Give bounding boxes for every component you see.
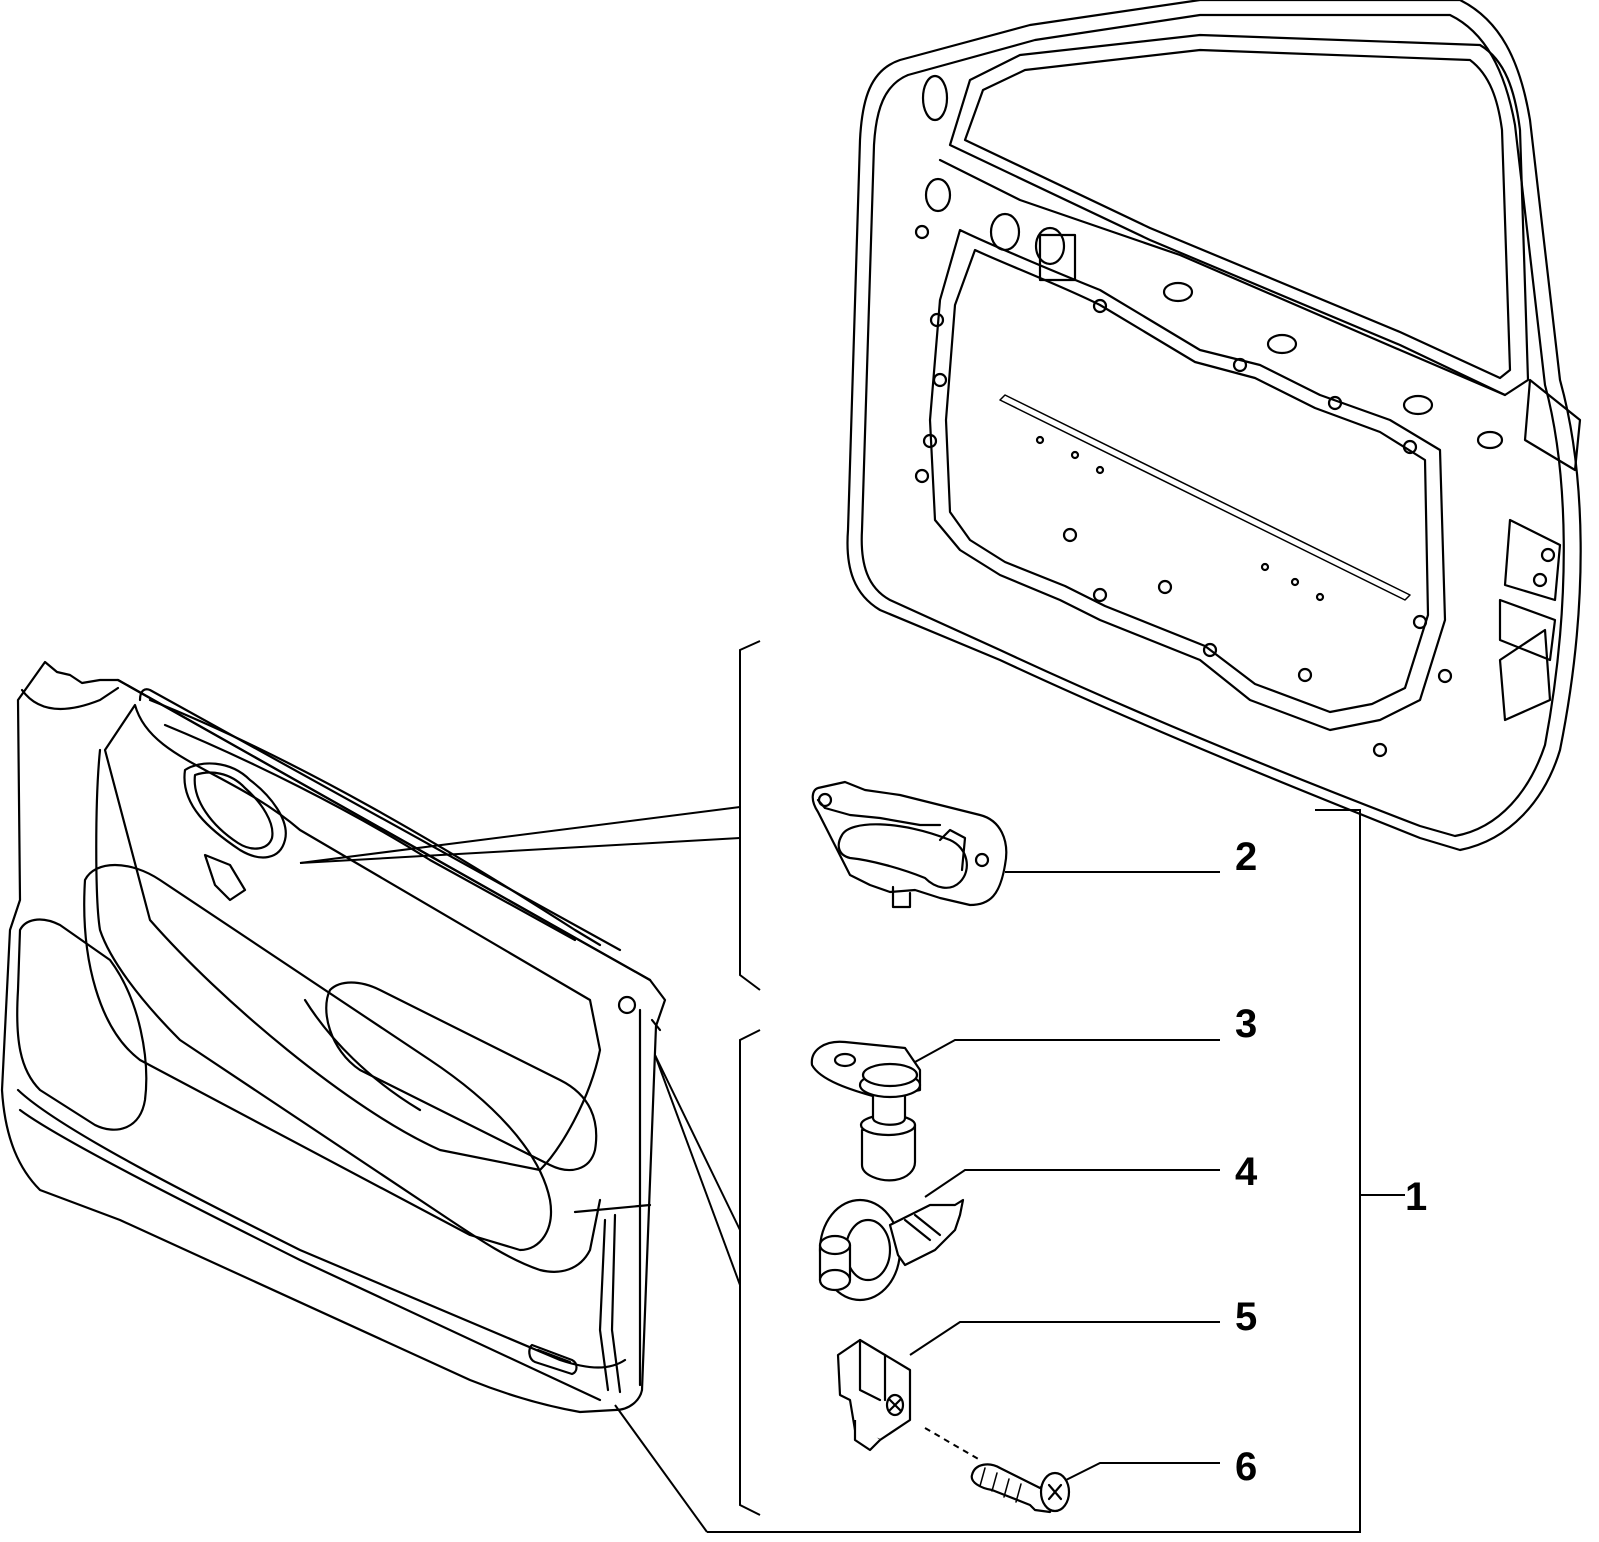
- assembly-bracket-main: [707, 809, 1405, 1533]
- door-frame-shell: [846, 0, 1582, 852]
- leader-5: [909, 1321, 1220, 1356]
- push-clip: [818, 1198, 965, 1302]
- assembly-bracket-left-lower: [739, 1029, 761, 1516]
- bushing-pivot: [810, 1040, 922, 1182]
- leader-6: [1065, 1462, 1220, 1481]
- assembly-bracket-left-upper: [739, 640, 761, 991]
- door-pull-handle: [811, 780, 1008, 909]
- callout-1: 1: [1405, 1175, 1427, 1219]
- door-trim-panel: [0, 660, 667, 1414]
- callout-4: 4: [1235, 1150, 1258, 1194]
- callout-3: 3: [1235, 1002, 1257, 1046]
- screw: [924, 1427, 1071, 1514]
- clip-nut: [836, 1338, 912, 1452]
- callout-2: 2: [1235, 835, 1257, 879]
- callout-6: 6: [1235, 1445, 1257, 1489]
- panel-leaders: [299, 806, 741, 1533]
- callout-5: 5: [1235, 1295, 1257, 1339]
- leader-3: [914, 1039, 1220, 1063]
- leader-4: [924, 1169, 1220, 1198]
